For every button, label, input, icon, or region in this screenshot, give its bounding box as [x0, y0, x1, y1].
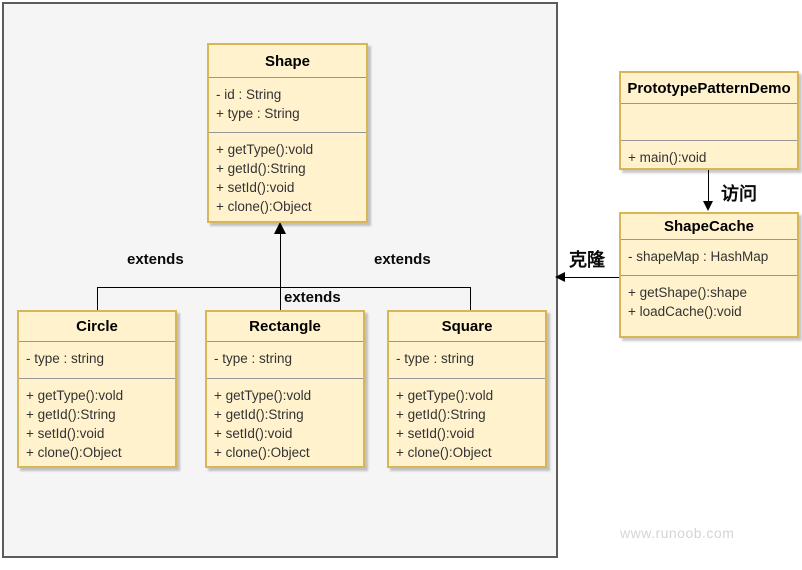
member-line: + clone():Object — [396, 445, 492, 460]
member-line: - type : string — [214, 351, 293, 366]
member-line: - type : string — [26, 351, 105, 366]
member-line: + setId():void — [396, 426, 475, 441]
class-methods: + getType():vold + getId():String + setId(… — [19, 379, 175, 466]
clone-label: 克隆 — [569, 250, 605, 270]
member-line: - id : String — [216, 87, 282, 102]
member-line: + setId():void — [26, 426, 105, 441]
member-line: + clone():Object — [26, 445, 122, 460]
edge-demo-to-shapecache — [708, 170, 709, 203]
class-box-square: Square - type : string + getType():vold+… — [387, 310, 547, 468]
class-attributes: - type : string — [19, 342, 175, 379]
class-box-rectangle: Rectangle - type : string + getType():vo… — [205, 310, 365, 468]
member-line: + clone():Object — [214, 445, 310, 460]
class-attributes — [621, 104, 797, 141]
class-title: Square — [389, 312, 545, 342]
member-line: + getId():String — [214, 407, 304, 422]
edge-circle-stub — [97, 287, 98, 310]
member-line: + loadCache():void — [628, 304, 742, 319]
class-title: Shape — [209, 45, 366, 78]
class-methods: + getType():vold + getId():String + setId(… — [209, 133, 366, 221]
extends-label-right: extends — [374, 251, 431, 268]
edge-shapecache-to-panel — [563, 277, 619, 278]
class-methods: + main():void — [621, 141, 797, 168]
member-line: + getType():vold — [26, 388, 124, 403]
member-line: + getShape():shape — [628, 285, 747, 300]
class-box-shapecache: ShapeCache - shapeMap : HashMap + getSha… — [619, 212, 799, 338]
arrowhead-down-icon — [703, 201, 713, 211]
member-line: - shapeMap : HashMap — [628, 249, 769, 264]
access-label: 访问 — [721, 184, 757, 204]
class-box-prototypepatterndemo: PrototypePatternDemo + main():void — [619, 71, 799, 170]
member-line: + getId():String — [26, 407, 116, 422]
member-line: + getType():vold — [214, 388, 312, 403]
member-line: + setId():void — [214, 426, 293, 441]
class-box-circle: Circle - type : string + getType():vold+… — [17, 310, 177, 468]
class-attributes: - type : string — [207, 342, 363, 379]
class-attributes: - shapeMap : HashMap — [621, 240, 797, 276]
arrowhead-left-icon — [555, 272, 565, 282]
watermark: www.runoob.com — [620, 525, 735, 541]
class-box-shape: Shape - id : String + type : String + get… — [207, 43, 368, 223]
class-methods: + getShape():shape + loadCache():void — [621, 276, 797, 336]
class-attributes: - id : String + type : String — [209, 78, 366, 133]
edge-rectangle-to-shape — [280, 233, 281, 310]
member-line: + getType():vold — [396, 388, 494, 403]
class-title: PrototypePatternDemo — [621, 73, 797, 104]
class-title: Rectangle — [207, 312, 363, 342]
member-line: - type : string — [396, 351, 475, 366]
class-attributes: - type : string — [389, 342, 545, 379]
edge-square-stub — [470, 287, 471, 310]
class-methods: + getType():vold + getId():String + setId(… — [207, 379, 363, 466]
member-line: + getType():vold — [216, 142, 314, 157]
member-line: + type : String — [216, 106, 300, 121]
arrowhead-up-icon — [274, 222, 286, 234]
member-line: + getId():String — [216, 161, 306, 176]
extends-label-left: extends — [127, 251, 184, 268]
member-line: + getId():String — [396, 407, 486, 422]
member-line: + clone():Object — [216, 199, 312, 214]
member-line: + setId():void — [216, 180, 295, 195]
class-title: ShapeCache — [621, 214, 797, 240]
class-methods: + getType():vold + getId():String + setId(… — [389, 379, 545, 466]
edge-inheritance-horizontal — [97, 287, 471, 288]
extends-label-center: extends — [284, 289, 341, 306]
member-line: + main():void — [628, 150, 707, 165]
class-title: Circle — [19, 312, 175, 342]
